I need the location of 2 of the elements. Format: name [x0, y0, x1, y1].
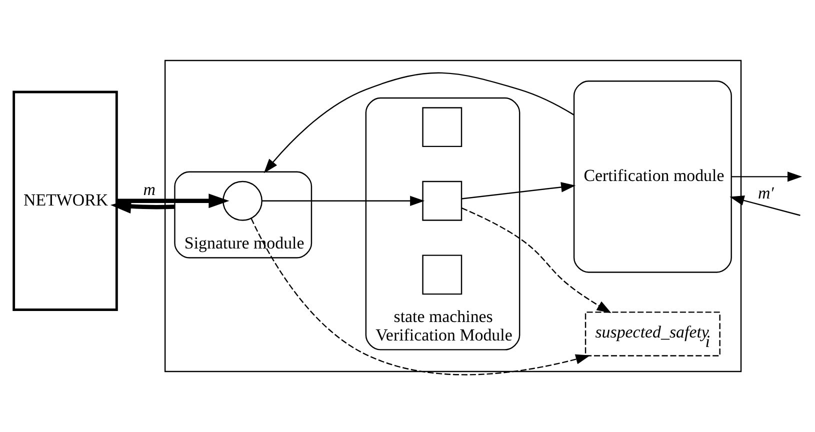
edge-label: m: [143, 180, 156, 200]
edge-label: m′: [758, 184, 774, 203]
